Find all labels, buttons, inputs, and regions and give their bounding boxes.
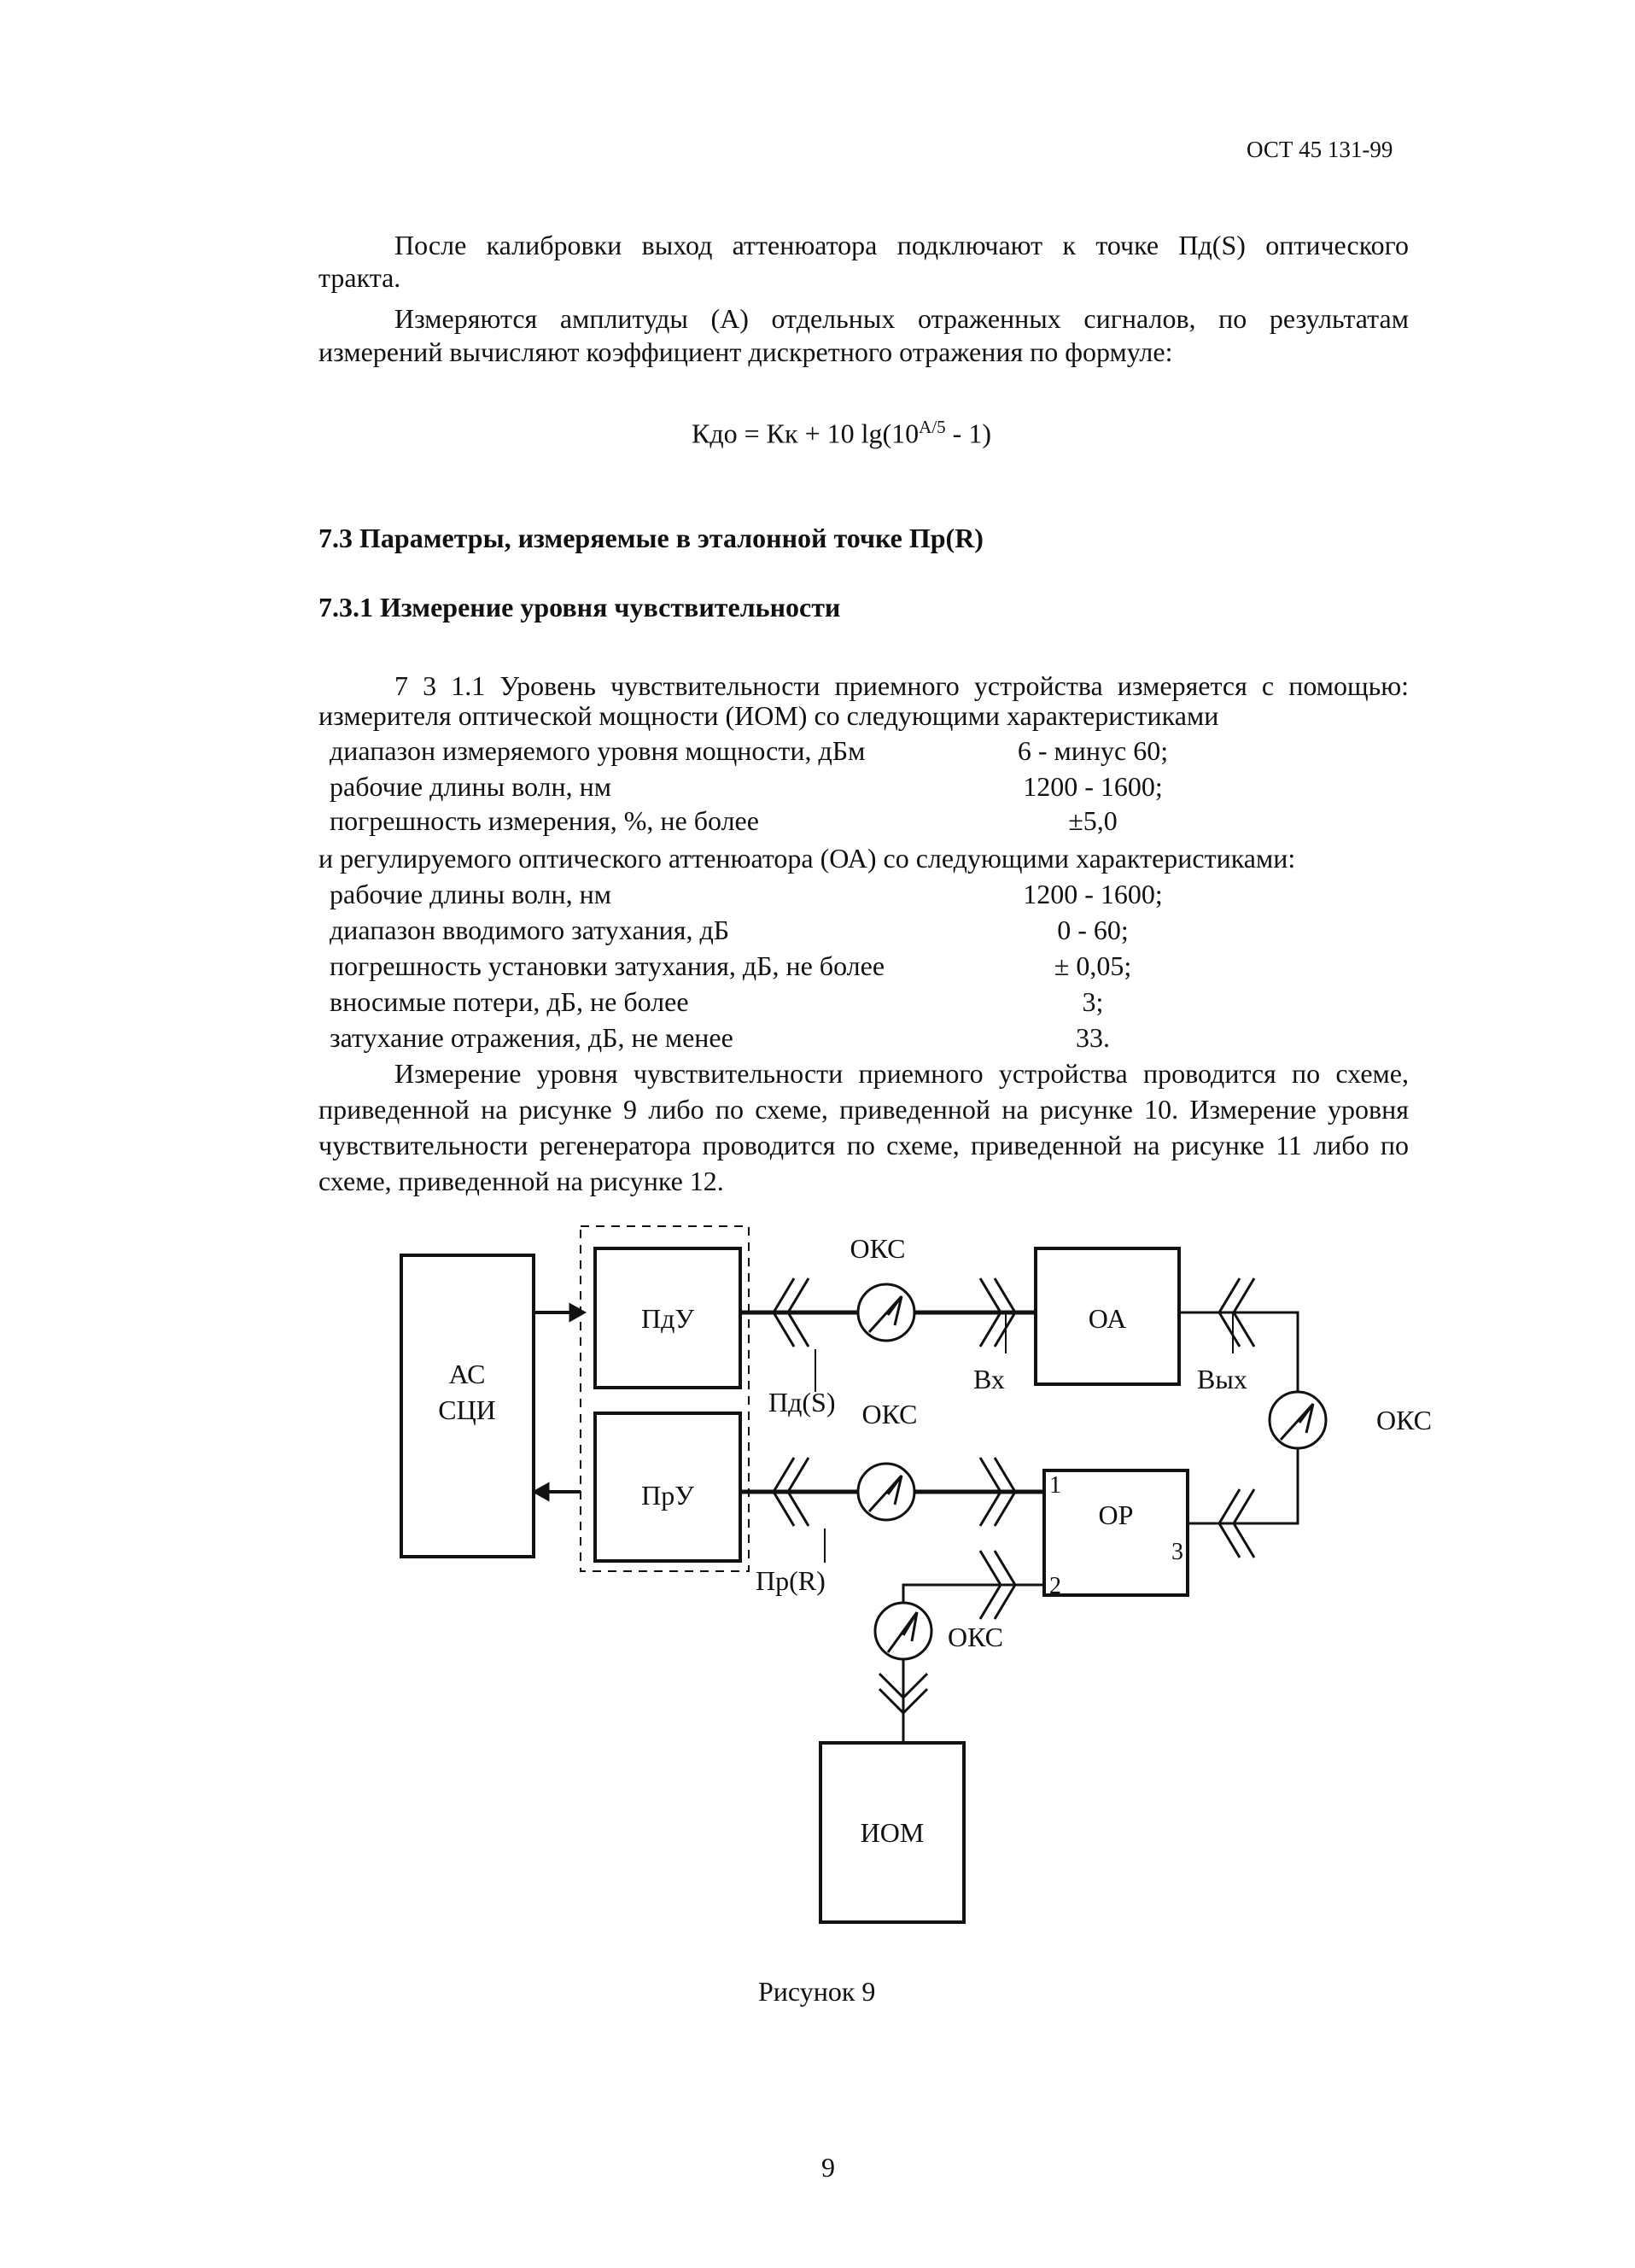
formula-left: Кдо = Кк + 10 lg(10 [692,418,920,449]
oa-spec-value: 33. [1076,1022,1110,1053]
pd-s-label: Пд(S) [768,1387,836,1418]
port-3-label: 3 [1171,1539,1183,1565]
oa-spec-value: 1200 - 1600; [1023,879,1163,909]
oks-label: ОКС [1376,1405,1432,1435]
iom-spec-value: 1200 - 1600; [1023,771,1163,802]
port-2-label: 2 [1049,1573,1061,1599]
para4-line3: чувствительности регенератора проводится… [318,1130,1409,1160]
para4-line4: схеме, приведенной на рисунке 12. [318,1166,724,1196]
iom-spec-label: рабочие длины волн, нм [330,771,612,802]
iom-spec-value: 6 - минус 60; [1017,735,1169,766]
para2-line2: измерений вычисляют коэффициент дискретн… [318,336,1173,367]
iom-spec-label: диапазон измеряемого уровня мощности, дБ… [330,735,866,766]
para1-line1: После калибровки выход аттенюатора подкл… [394,230,1409,260]
page-number: 9 [821,2152,835,2183]
or-label: ОР [1099,1499,1134,1530]
iom-label: ИОМ [861,1817,925,1848]
connector-icon [772,1277,1256,1716]
subsection-heading: 7.3.1 Измерение уровня чувствительности [318,592,841,623]
para3-line1: 7 3 1.1 Уровень чувствительности приемно… [394,670,1409,701]
vx-label: Вх [973,1364,1005,1394]
pr-r-label: Пр(R) [756,1565,826,1596]
oks-label: ОКС [850,1233,906,1264]
para3-line2: измерителя оптической мощности (ИОМ) со … [318,700,1219,731]
oa-spec-label: погрешность установки затухания, дБ, не … [330,950,885,981]
vyx-label: Вых [1197,1364,1247,1394]
formula: Кдо = Кк + 10 lg(10A/5 - 1) [692,410,991,451]
arrow-right-icon [569,1302,587,1323]
arrow-left-icon [531,1482,550,1502]
para4-line1: Измерение уровня чувствительности приемн… [394,1058,1409,1089]
para4-line2: приведенной на рисунке 9 либо по схеме, … [318,1094,1409,1125]
pdu-label: ПдУ [641,1303,694,1334]
formula-right: - 1) [945,418,991,449]
oa-intro: и регулируемого оптического аттенюатора … [318,843,1296,874]
oa-spec-label: затухание отражения, дБ, не менее [330,1022,733,1053]
pdu-block [593,1247,742,1389]
para1-line2: тракта. [318,262,401,293]
oa-spec-label: вносимые потери, дБ, не более [330,986,689,1017]
oa-spec-label: рабочие длины волн, нм [330,879,612,909]
figure-caption: Рисунок 9 [758,1976,876,2007]
oa-label: ОА [1089,1303,1127,1334]
oks-label: ОКС [862,1399,918,1429]
pru-block [593,1412,742,1563]
oa-block [1034,1247,1181,1386]
oa-spec-value: 3; [1082,986,1104,1017]
section-heading: 7.3 Параметры, измеряемые в эталонной то… [318,523,984,553]
oa-spec-value: ± 0,05; [1054,950,1132,981]
iom-spec-value: ±5,0 [1068,805,1118,836]
as-block [400,1254,535,1558]
formula-exponent: A/5 [919,417,946,437]
or-block [1042,1469,1189,1597]
as-label: АС [449,1359,486,1389]
dashed-group [580,1225,750,1572]
port-1-label: 1 [1049,1472,1061,1499]
oks-label: ОКС [948,1622,1003,1652]
oa-spec-label: диапазон вводимого затухания, дБ [330,915,730,945]
pru-label: ПрУ [641,1480,694,1511]
para2-line1: Измеряются амплитуды (А) отдельных отраж… [394,303,1409,334]
iom-spec-label: погрешность измерения, %, не более [330,805,759,836]
iom-block [819,1741,966,1924]
as-label: СЦИ [438,1394,496,1425]
doc-code: ОСТ 45 131-99 [1247,137,1393,162]
oa-spec-value: 0 - 60; [1057,915,1129,945]
